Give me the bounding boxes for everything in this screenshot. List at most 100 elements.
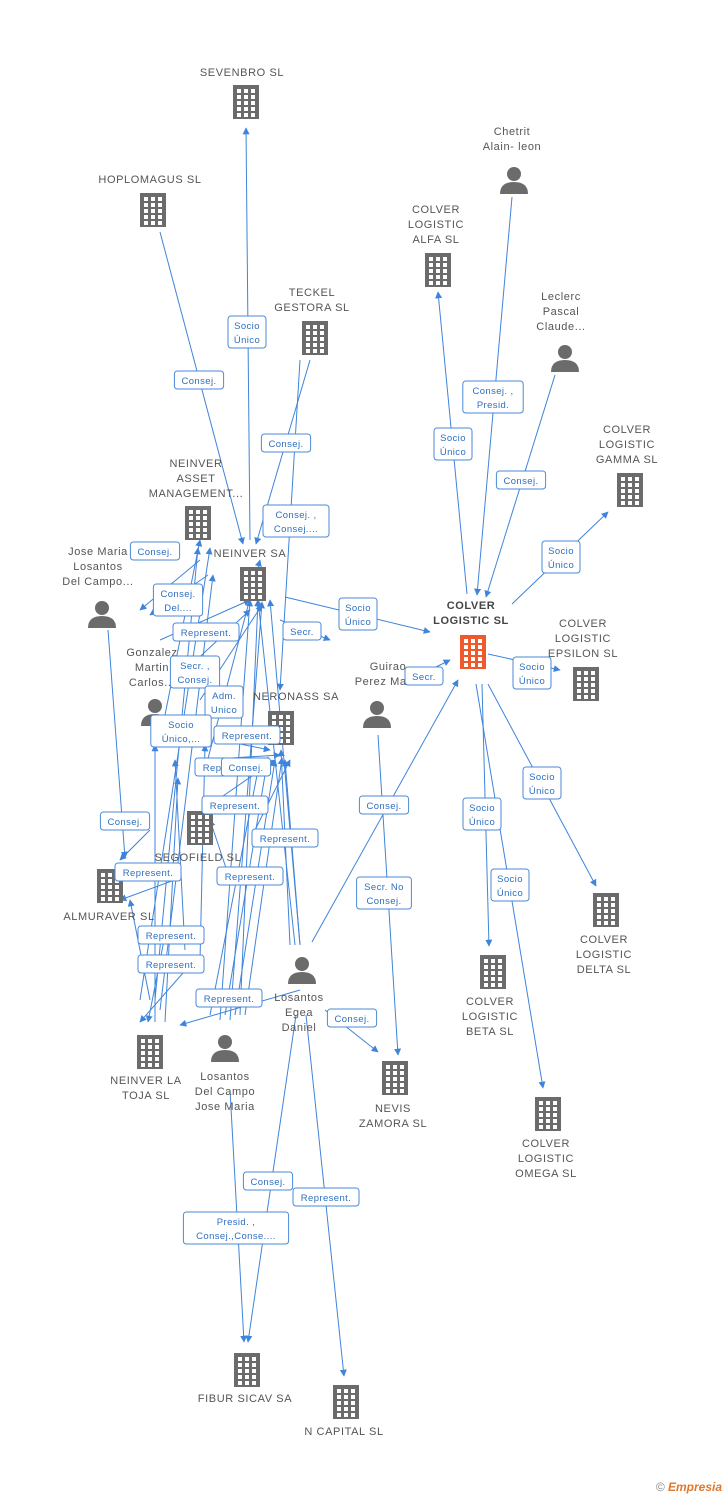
edge-label-e15[interactable]: Represent. — [201, 795, 269, 815]
edge-label-e6[interactable]: Consej.Del.... — [152, 583, 204, 617]
edge-label-e12[interactable]: Represent. — [213, 725, 281, 745]
node-label-leclerc: Claude... — [536, 321, 585, 333]
edge-label-box — [326, 1008, 378, 1028]
edge-label-text: Único,... — [162, 734, 200, 745]
edge-label-text: Presid. , — [217, 1217, 255, 1228]
node-fibur[interactable]: FIBUR SICAV SA — [198, 1353, 292, 1405]
node-label-neinver_asset: ASSET — [176, 473, 215, 485]
edge-label-e33[interactable]: Consej. — [495, 470, 547, 490]
edge-label-text: Único — [529, 786, 555, 797]
edge-label-text: Represent. — [146, 960, 196, 971]
edge-label-box — [541, 540, 581, 574]
edge-label-e30[interactable]: Secr. — [404, 666, 444, 686]
edge-label-text: Único — [519, 676, 545, 687]
edge-label-e14[interactable]: Consej. — [99, 811, 151, 831]
edge-label-box — [195, 988, 263, 1008]
edge-line-e19 — [119, 877, 181, 902]
edge-label-e5[interactable]: Consej. — [129, 541, 181, 561]
edge-label-box — [227, 315, 267, 349]
node-neinver_asset[interactable]: NEINVERASSETMANAGEMENT... — [149, 458, 244, 540]
node-sevenbro[interactable]: SEVENBRO SL — [200, 67, 284, 119]
node-label-losantos_egea: Daniel — [282, 1022, 317, 1034]
edge-label-e20[interactable]: Represent. — [137, 925, 205, 945]
node-gonzalez[interactable]: GonzalezMartinCarlos... — [126, 647, 177, 726]
edge-label-box — [262, 504, 330, 538]
node-neinver_sa[interactable]: NEINVER SA — [214, 548, 287, 601]
edge-label-e19[interactable]: Represent. — [114, 862, 182, 882]
edge-label-box — [129, 541, 181, 561]
node-segofield[interactable]: SEGOFIELD SL — [155, 811, 242, 864]
node-label-beta: COLVER — [466, 996, 514, 1008]
edge-label-e23[interactable]: Consej. — [358, 795, 410, 815]
edge-label-text: Socio — [519, 662, 545, 673]
node-label-guirao: Guirao — [370, 661, 407, 673]
edge-label-e26[interactable]: Consej. — [242, 1171, 294, 1191]
edge-label-e16[interactable]: Consej. — [220, 757, 272, 777]
node-label-epsilon: COLVER — [559, 618, 607, 630]
edge-label-e11[interactable]: SocioÚnico,... — [150, 714, 212, 748]
edge-label-e2[interactable]: Consej. — [173, 370, 225, 390]
edge-label-box — [462, 380, 524, 414]
edge-label-e25[interactable]: Consej. — [326, 1008, 378, 1028]
edge-label-e32[interactable]: Consej. ,Presid. — [462, 380, 524, 414]
edge-label-e22[interactable]: Represent. — [195, 988, 263, 1008]
node-label-neinver_asset: MANAGEMENT... — [149, 488, 244, 500]
edge-label-e21[interactable]: Represent. — [137, 954, 205, 974]
edge-label-e9[interactable]: Secr. ,Consej. — [169, 655, 221, 689]
edge-label-e8[interactable]: Secr. — [282, 621, 322, 641]
edge-label-e7[interactable]: Represent. — [172, 622, 240, 642]
node-label-sevenbro: SEVENBRO SL — [200, 67, 284, 79]
brand-name: mpresia — [675, 1480, 722, 1494]
edge-label-box — [137, 954, 205, 974]
node-leclerc[interactable]: LeclercPascalClaude... — [536, 291, 585, 372]
node-label-jose_maria: Jose Maria — [68, 546, 128, 558]
edge-label-text: Consej. , — [472, 386, 513, 397]
edge-label-e28[interactable]: Presid. ,Consej.,Conse.... — [182, 1211, 290, 1245]
edge-label-text: Represent. — [146, 931, 196, 942]
edge-label-text: Único — [234, 335, 260, 346]
node-ncapital[interactable]: N CAPITAL SL — [304, 1385, 383, 1438]
edge-label-e27[interactable]: Represent. — [292, 1187, 360, 1207]
edge-line-extra-15 — [164, 777, 182, 1023]
edge-label-e3[interactable]: Consej. — [260, 433, 312, 453]
node-label-losantos_egea: Egea — [285, 1007, 313, 1019]
edge-label-text: Consej. — [334, 1014, 369, 1025]
edge-label-e4[interactable]: Consej. ,Consej.... — [262, 504, 330, 538]
colver-building-icon — [460, 635, 486, 669]
edge-label-text: Adm. — [212, 691, 236, 702]
edge-line-e20 — [145, 934, 166, 1023]
segofield-building-icon — [187, 811, 213, 845]
node-hoplomagus[interactable]: HOPLOMAGUS SL — [98, 174, 201, 227]
node-label-neinver_sa: NEINVER SA — [214, 548, 287, 560]
edge-label-e17[interactable]: Represent. — [251, 828, 319, 848]
edge-label-text: Consej. — [250, 1177, 285, 1188]
edge-label-text: Del.... — [164, 603, 192, 614]
edge-label-e10[interactable]: Adm.Unico — [204, 685, 244, 719]
edge-label-e18[interactable]: Represent. — [216, 866, 284, 886]
